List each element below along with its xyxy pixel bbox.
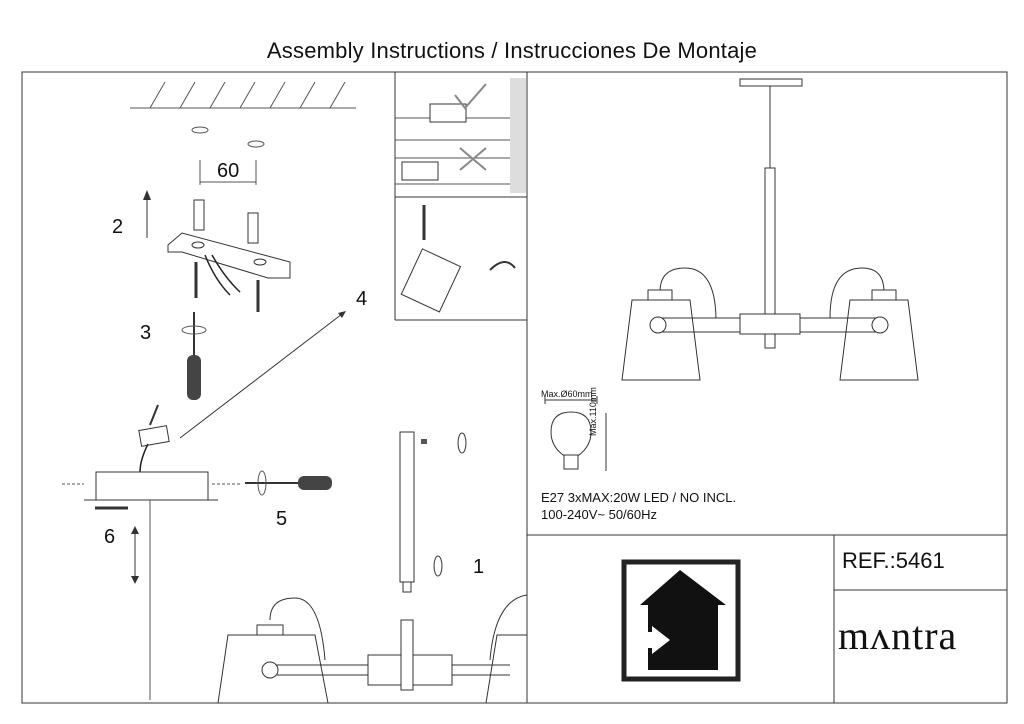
product-ref: REF.:5461 — [842, 548, 945, 573]
spec-line-1: E27 3xMAX:20W LED / NO INCL. — [541, 490, 737, 505]
screwdriver-icon — [181, 312, 207, 400]
step-5-label: 5 — [276, 508, 288, 530]
indoor-use-house-icon — [621, 559, 741, 682]
cross-icon — [459, 147, 487, 171]
bulb-icon — [544, 396, 607, 471]
step-2-label: 2 — [112, 216, 124, 238]
step-6-label: 6 — [104, 526, 116, 548]
bulb-max-height: Max.110mm — [588, 387, 598, 436]
bulb-max-diameter: Max.Ø60mm — [541, 389, 593, 399]
dimension-label: 60 — [217, 160, 240, 182]
spec-line-2: 100-240V~ 50/60Hz — [541, 507, 658, 522]
step-1-label: 1 — [473, 556, 485, 578]
brand-logo: mʌntra — [838, 613, 958, 658]
step-4-label: 4 — [356, 288, 368, 310]
page-title: Assembly Instructions / Instrucciones De… — [266, 38, 758, 63]
step-3-label: 3 — [140, 322, 152, 344]
ceiling-icon — [130, 81, 356, 109]
check-icon — [454, 83, 487, 110]
